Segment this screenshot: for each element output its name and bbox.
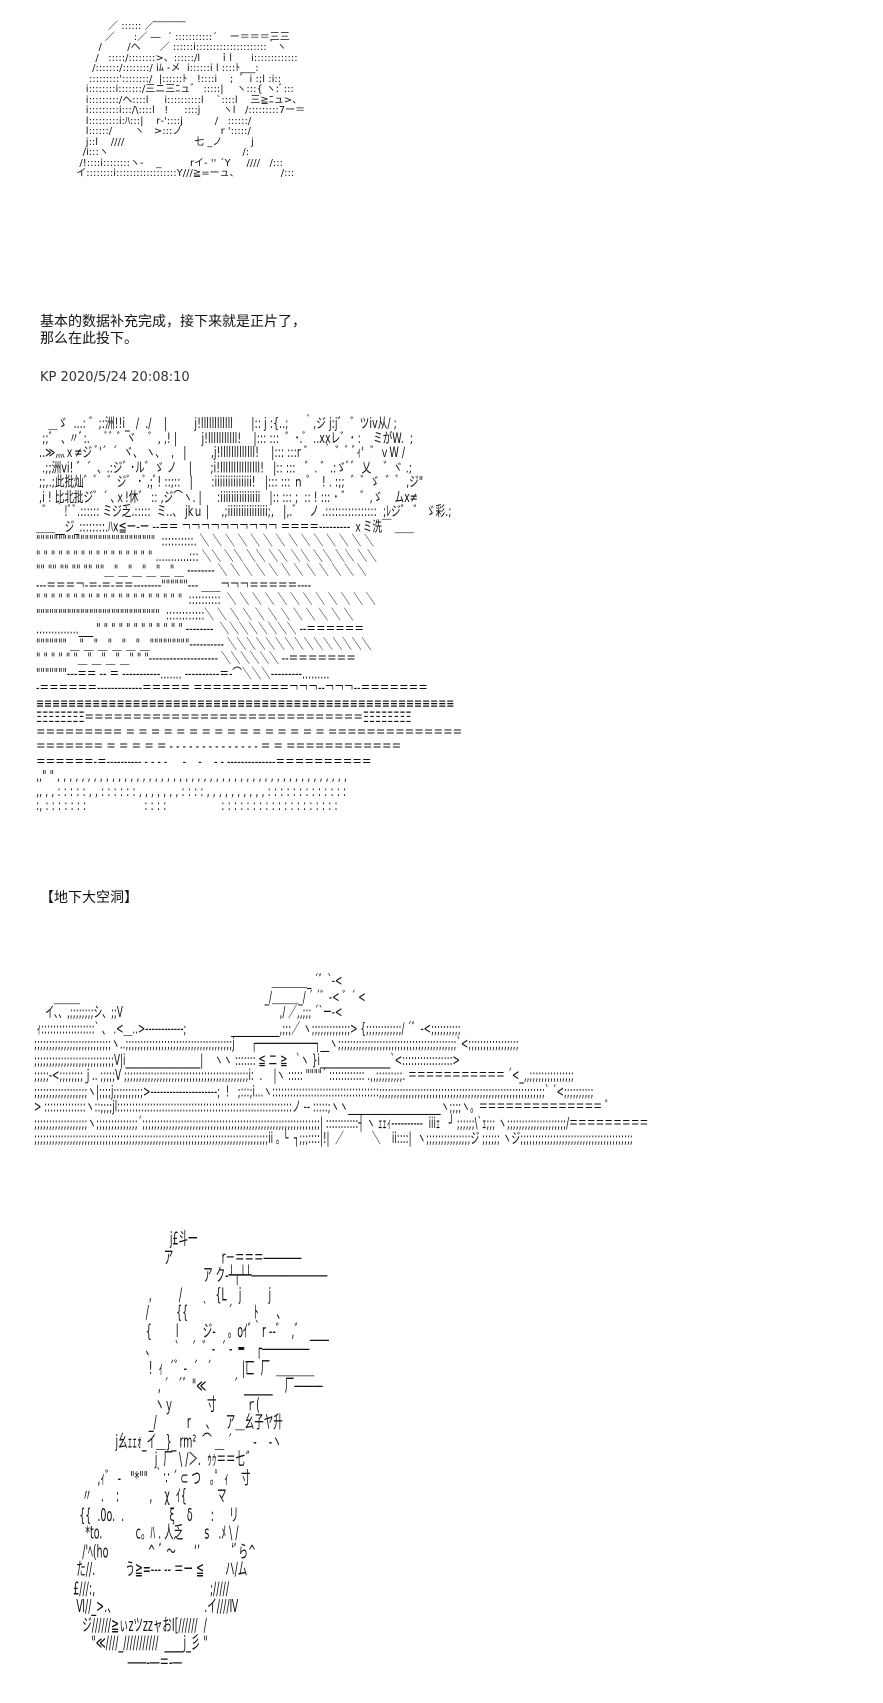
ascii-art-character-face: ／ :::::: ／ ̄ ̄ ̄ ̄ ̄ ̄ ̄ ̄ ̄ ̄ ／ :／ ― ´ … bbox=[76, 21, 306, 179]
ascii-art-landscape-scene: ＿ゞ ...: ゛;:洲!!i_ / ./ | j!llllllllllll |… bbox=[36, 416, 463, 815]
post-timestamp: KP 2020/5/24 20:08:10 bbox=[40, 370, 190, 385]
ascii-art-figure: j£斗一 ア r－＝＝＝―――― ア ク‐┴┬┴┴―――――――― , / bbox=[73, 1230, 329, 1673]
post-caption: 基本的数据补充完成，接下来就是正片了， 那么在此投下。 bbox=[40, 314, 306, 347]
section-label: 【地下大空洞】 bbox=[40, 890, 138, 906]
ascii-art-cave-scene: ＿＿＿＿_ ´゛`‐< ＿＿＿ _/＿＿＿_/ ´ ´゛‐< ゛´ < イ、、,… bbox=[34, 973, 649, 1148]
